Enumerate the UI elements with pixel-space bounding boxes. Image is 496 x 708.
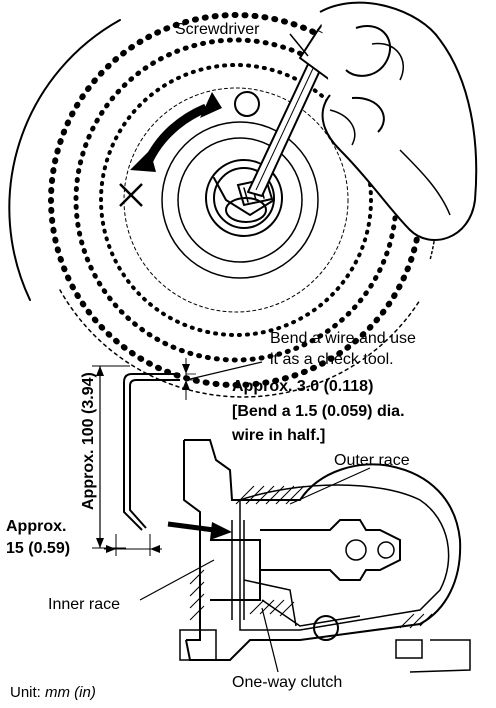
ok-circle-icon: [234, 91, 260, 117]
height-dimension-label: Approx. 100 (3.94): [80, 372, 97, 510]
outer-race-label: Outer race: [334, 452, 410, 469]
width-dimension-line-2: 15 (0.59): [6, 540, 71, 557]
wire-note-line-1: [Bend a 1.5 (0.059) dia.: [232, 403, 405, 420]
width-dimension-line-1: Approx.: [6, 518, 67, 535]
unit-prefix: Unit:: [10, 684, 46, 701]
one-way-clutch-label: One-way clutch: [232, 674, 343, 691]
ng-cross-icon: [119, 183, 143, 207]
rotation-arrow-icon: [130, 92, 222, 172]
unit-note: Unit: mm (in): [10, 684, 96, 701]
bend-wire-line-2: it as a check tool.: [270, 351, 394, 368]
thickness-label: Approx. 3.0 (0.118): [232, 378, 374, 395]
unit-value: mm (in): [45, 684, 96, 701]
screwdriver-label: Screwdriver: [175, 21, 260, 38]
insert-arrow-icon: [167, 521, 232, 540]
wire-note-line-2: wire in half.]: [232, 427, 326, 444]
inner-race-label: Inner race: [48, 596, 121, 613]
bend-wire-line-1: Bend a wire and use: [270, 330, 416, 347]
